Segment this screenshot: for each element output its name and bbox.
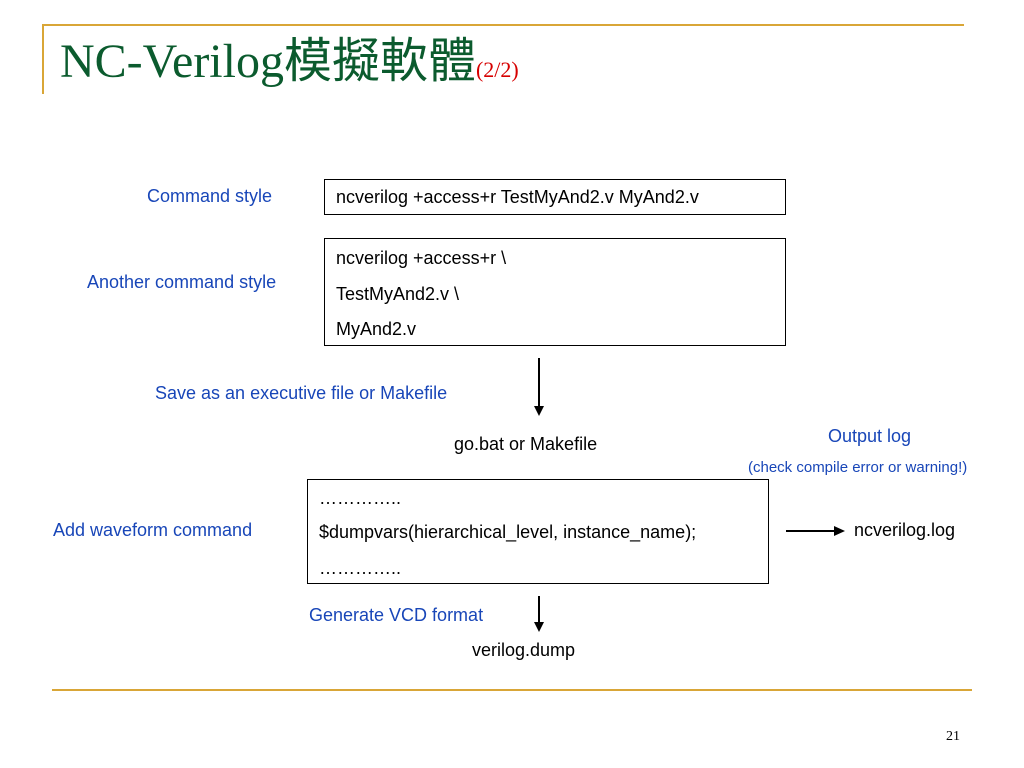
label-save-as: Save as an executive file or Makefile bbox=[155, 383, 448, 403]
command-single-line: ncverilog +access+r TestMyAnd2.v MyAnd2.… bbox=[336, 187, 699, 207]
command-multi-line-3: MyAnd2.v bbox=[336, 319, 417, 339]
arrow-to-log-line bbox=[786, 530, 836, 532]
arrow-to-gobat-head bbox=[534, 406, 544, 416]
arrow-to-log-head bbox=[834, 526, 845, 536]
waveform-line-1: ………….. bbox=[319, 488, 402, 508]
arrow-to-dump-head bbox=[534, 622, 544, 632]
left-rule bbox=[42, 24, 44, 94]
label-command-style: Command style bbox=[147, 186, 273, 206]
arrow-to-dump-line bbox=[538, 596, 540, 624]
waveform-line-3: ………….. bbox=[319, 558, 402, 578]
output-ncverilog-log: ncverilog.log bbox=[854, 520, 956, 540]
output-go-bat: go.bat or Makefile bbox=[454, 434, 598, 454]
output-verilog-dump: verilog.dump bbox=[472, 640, 576, 660]
top-rule bbox=[42, 24, 964, 26]
label-another-command-style: Another command style bbox=[87, 272, 277, 292]
command-multi-line-1: ncverilog +access+r \ bbox=[336, 248, 507, 268]
command-multi-line-2: TestMyAnd2.v \ bbox=[336, 284, 460, 304]
slide-title: NC-Verilog模擬軟體(2/2) bbox=[60, 38, 519, 86]
command-single-box: ncverilog +access+r TestMyAnd2.v MyAnd2.… bbox=[324, 179, 786, 215]
slide-title-suffix: (2/2) bbox=[475, 57, 519, 82]
command-multi-box: ncverilog +access+r \ TestMyAnd2.v \ MyA… bbox=[324, 238, 786, 346]
bottom-rule bbox=[52, 689, 972, 691]
arrow-to-gobat-line bbox=[538, 358, 540, 408]
page-number: 21 bbox=[946, 729, 960, 744]
slide-title-text: NC-Verilog模擬軟體 bbox=[60, 35, 476, 88]
label-add-waveform: Add waveform command bbox=[53, 520, 253, 540]
waveform-line-2: $dumpvars(hierarchical_level, instance_n… bbox=[319, 522, 697, 542]
label-output-log: Output log bbox=[828, 426, 912, 446]
waveform-box: ………….. $dumpvars(hierarchical_level, ins… bbox=[307, 479, 769, 584]
label-check-compile: (check compile error or warning!) bbox=[748, 459, 968, 476]
label-generate-vcd: Generate VCD format bbox=[309, 605, 484, 625]
